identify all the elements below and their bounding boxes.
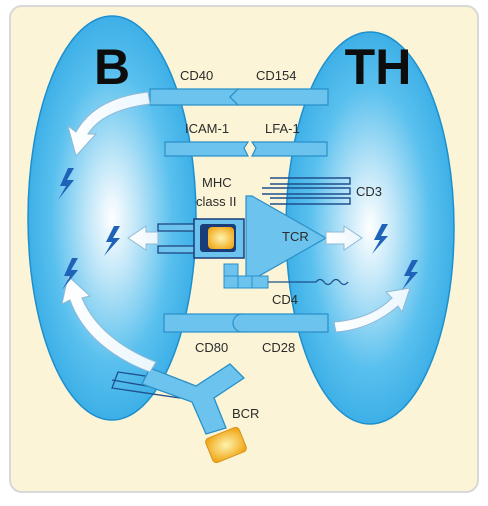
cd4-label: CD4	[272, 292, 298, 307]
lightning-bolt-icon	[62, 258, 78, 290]
cd4-coreceptor	[223, 263, 349, 289]
mhc-label-line1: MHC	[202, 175, 232, 190]
mhc-label-line2: class II	[196, 194, 236, 209]
b-cell-label: B	[94, 39, 130, 95]
mhc-signal-arrow	[127, 225, 159, 251]
cd154-ligand	[229, 88, 329, 106]
lfa1-label: LFA-1	[265, 121, 300, 136]
lightning-bolt-icon	[58, 168, 74, 200]
lightning-bolt-icon	[372, 224, 388, 254]
icam1-label: ICAM-1	[185, 121, 229, 136]
lightning-bolt-icon	[402, 260, 418, 290]
tcr-receptor	[245, 195, 328, 281]
cd3-label: CD3	[356, 184, 382, 199]
cd40-cd154-pair	[149, 88, 329, 106]
cd80-molecule	[163, 313, 243, 333]
th-cell-label: TH	[345, 39, 412, 95]
cd28-molecule	[232, 313, 329, 333]
icam1-lfa1-pair	[164, 141, 328, 157]
tcr-signal-arrow	[325, 225, 363, 251]
bcr-antigen	[205, 426, 247, 464]
cd3-complex	[262, 177, 351, 205]
cd28-label: CD28	[262, 340, 295, 355]
cd154-label: CD154	[256, 68, 296, 83]
cd40-label: CD40	[180, 68, 213, 83]
tcr-label: TCR	[282, 229, 309, 244]
mhc-class-ii	[157, 218, 245, 259]
lfa1-molecule	[250, 141, 328, 157]
b-cell	[27, 15, 197, 421]
antigen-peptide	[208, 227, 234, 249]
cd80-cd28-pair	[163, 313, 329, 333]
bcr-label: BCR	[232, 406, 259, 421]
bcr-receptor	[111, 363, 247, 464]
cd40-receptor	[149, 88, 240, 106]
cd28-signal-arrow	[333, 287, 411, 333]
bcr-signal-arrow	[61, 275, 157, 373]
lightning-bolt-icon	[104, 226, 120, 256]
icam1-molecule	[164, 141, 250, 157]
cd80-label: CD80	[195, 340, 228, 355]
cd40-signal-arrow	[67, 91, 151, 158]
